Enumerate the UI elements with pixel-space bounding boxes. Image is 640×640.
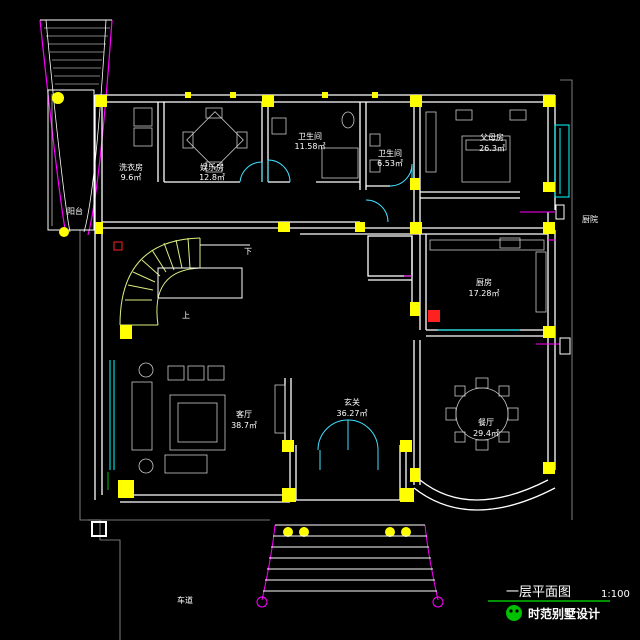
side-name: 厨院	[582, 214, 598, 224]
stair-up-label: 上	[182, 311, 190, 320]
entertainment-name: 娱乐房	[200, 162, 224, 172]
garage-name: 车道	[177, 595, 193, 605]
elder-area: 26.3㎡	[479, 144, 505, 153]
watermark: 时范别墅设计	[506, 605, 600, 621]
dining-name: 餐厅	[478, 418, 494, 427]
foyer-name: 玄关	[344, 397, 360, 407]
laundry-name: 洗衣房	[119, 162, 143, 172]
stair-down-label: 下	[244, 247, 252, 256]
columns	[52, 92, 555, 537]
drawing-title: 一层平面图	[506, 585, 571, 600]
dining-area: 29.4㎡	[473, 429, 499, 438]
furniture	[131, 107, 547, 474]
spiral-stair	[119, 237, 250, 326]
bath1-name: 卫生间	[298, 131, 322, 141]
doors	[239, 159, 413, 470]
kitchen-area: 17.28㎡	[469, 289, 500, 298]
kitchen-name: 厨房	[476, 277, 492, 287]
balcony-label: 阳台	[67, 206, 83, 216]
markers	[91, 204, 571, 537]
laundry-area: 9.6㎡	[121, 173, 142, 182]
foyer-area: 36.27㎡	[337, 409, 368, 418]
room-labels: 洗衣房 9.6㎡ 娱乐房 12.8㎡ 卫生间 11.58㎡ 卫生间 6.53㎡ …	[119, 131, 598, 605]
front-steps	[256, 524, 444, 608]
watermark-text: 时范别墅设计	[528, 606, 600, 621]
windows	[109, 124, 570, 470]
walls	[94, 94, 556, 511]
living-area: 38.7㎡	[231, 421, 257, 430]
living-name: 客厅	[236, 409, 252, 419]
site-outline	[79, 79, 573, 640]
balcony-curve	[39, 19, 113, 236]
bath2-name: 卫生间	[378, 148, 402, 158]
elder-name: 父母房	[480, 132, 504, 142]
bath1-area: 11.58㎡	[295, 142, 326, 151]
entertainment-area: 12.8㎡	[199, 173, 225, 182]
bath2-area: 6.53㎡	[377, 159, 403, 168]
drawing-scale: 1:100	[601, 589, 630, 600]
